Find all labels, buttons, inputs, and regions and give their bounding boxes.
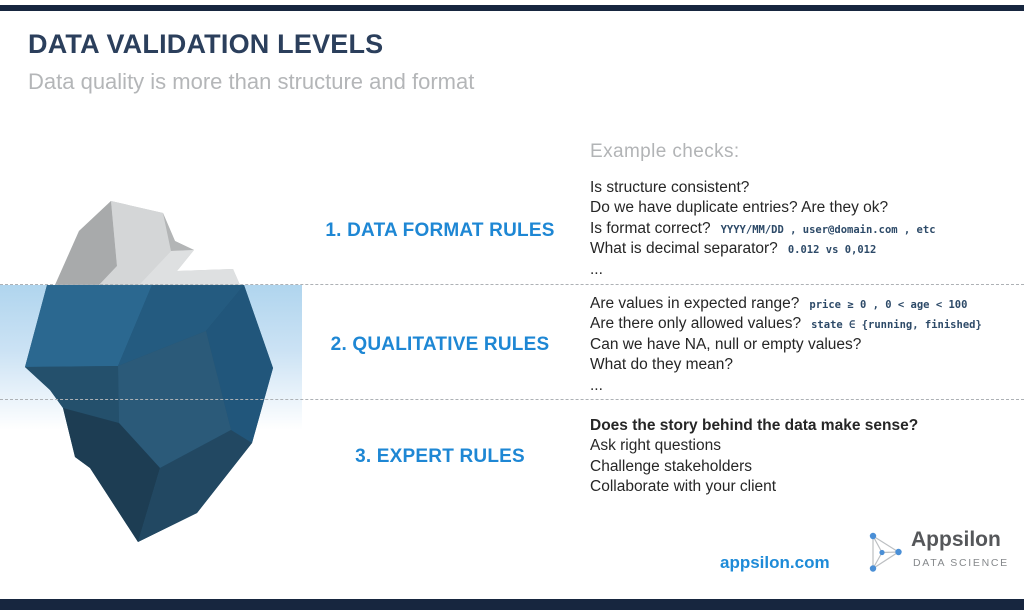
check-text: What is decimal separator? (590, 240, 778, 258)
check-line: Are values in expected range? price ≥ 0 ,… (590, 294, 1024, 314)
level-2-label: 2. QUALITATIVE RULES (330, 334, 550, 355)
depth-divider (0, 399, 1024, 400)
check-line: Are there only allowed values? state ∈ {r… (590, 314, 1024, 334)
level-1-checks: Is structure consistent? Do we have dupl… (590, 178, 1024, 280)
appsilon-logo-icon (869, 532, 902, 572)
page-subtitle: Data quality is more than structure and … (28, 69, 475, 94)
check-text: Are there only allowed values? (590, 315, 802, 333)
check-text: Collaborate with your client (590, 478, 777, 496)
brand-name: Appsilon (911, 528, 1001, 551)
check-code: 0.012 vs 0,012 (787, 244, 877, 257)
level-3-label: 3. EXPERT RULES (355, 446, 525, 467)
check-text: Ask right questions (590, 437, 721, 455)
check-code: YYYY/MM/DD , user@domain.com , etc (720, 223, 936, 236)
check-line: Do we have duplicate entries? Are they o… (590, 198, 1024, 218)
page-title: DATA VALIDATION LEVELS (28, 29, 384, 59)
level-1-label: 1. DATA FORMAT RULES (325, 220, 555, 241)
check-line: ... (590, 260, 1024, 280)
check-code: state ∈ {running, finished} (811, 319, 982, 332)
waterline-divider (0, 284, 1024, 285)
example-checks-heading: Example checks: (590, 141, 740, 162)
check-line: Ask right questions (590, 436, 1024, 456)
check-line: ... (590, 376, 1024, 396)
check-text: Is structure consistent? (590, 179, 750, 196)
check-line: Collaborate with your client (590, 477, 1024, 497)
check-line: What do they mean? (590, 355, 1024, 375)
check-text: Do we have duplicate entries? Are they o… (590, 199, 889, 217)
check-text: Challenge stakeholders (590, 457, 752, 475)
check-text: ... (590, 376, 603, 394)
check-text: ... (590, 260, 603, 278)
check-line: Is format correct? YYYY/MM/DD , user@doma… (590, 219, 1024, 239)
top-accent-bar (0, 5, 1024, 11)
brand-tagline: DATA SCIENCE (913, 557, 1009, 569)
level-2-checks: Are values in expected range? price ≥ 0 ,… (590, 294, 1024, 396)
iceberg-illustration (25, 201, 273, 542)
bottom-accent-bar (0, 599, 1024, 610)
website-link[interactable]: appsilon.com (720, 553, 830, 572)
check-code: price ≥ 0 , 0 < age < 100 (809, 299, 968, 311)
check-line: Can we have NA, null or empty values? (590, 335, 1024, 355)
check-text: Are values in expected range? (590, 295, 800, 312)
check-text: Can we have NA, null or empty values? (590, 335, 862, 353)
check-text: Is format correct? (590, 219, 711, 237)
check-line: Does the story behind the data make sens… (590, 416, 1024, 436)
check-line: Challenge stakeholders (590, 457, 1024, 477)
check-text: What do they mean? (590, 356, 734, 374)
check-line: What is decimal separator? 0.012 vs 0,012 (590, 239, 1024, 259)
level-3-checks: Does the story behind the data make sens… (590, 416, 1024, 498)
check-text: Does the story behind the data make sens… (590, 417, 919, 434)
check-line: Is structure consistent? (590, 178, 1024, 198)
